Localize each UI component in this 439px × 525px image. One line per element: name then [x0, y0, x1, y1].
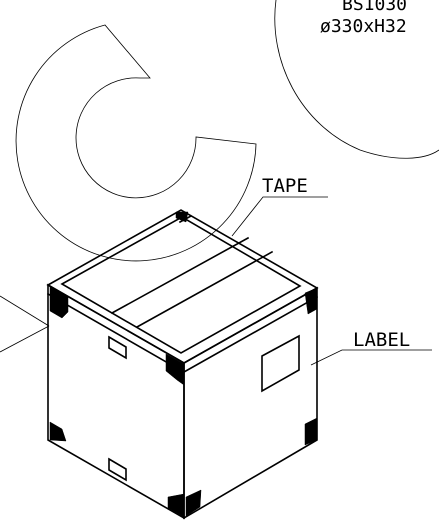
box [46, 209, 319, 520]
tape-front-wrap [46, 292, 184, 373]
tape-end-tab [108, 457, 127, 482]
tape-right-wrap [182, 295, 319, 374]
tape-edge-2 [135, 250, 274, 329]
box-top-inner-rim [60, 216, 302, 354]
tape-leader-line [231, 196, 328, 237]
corner-protector [49, 421, 67, 442]
tape-edge-1 [110, 236, 250, 315]
background-circle-outline [274, 0, 439, 159]
label-callout: LABEL [353, 329, 410, 351]
tape-callout: TAPE [262, 175, 308, 197]
corner-protector [167, 493, 185, 518]
background-line [0, 295, 50, 327]
background-letter-c-outline [15, 24, 257, 262]
label-leader-line [310, 349, 432, 366]
corner-protector [175, 211, 189, 223]
corner-protector [304, 287, 318, 315]
box-front-face [47, 283, 185, 520]
model-code: BS1030 [342, 0, 407, 15]
label-rectangle [261, 334, 300, 393]
corner-protector [185, 489, 202, 517]
corner-protector [304, 417, 318, 446]
tape-end-tab [108, 335, 127, 360]
dimensions-spec: ø330xH32 [320, 16, 407, 37]
box-right-face [183, 286, 318, 520]
box-top-face [46, 209, 319, 364]
corner-protector [165, 353, 185, 386]
background-line [0, 325, 50, 353]
corner-protector [49, 285, 69, 319]
